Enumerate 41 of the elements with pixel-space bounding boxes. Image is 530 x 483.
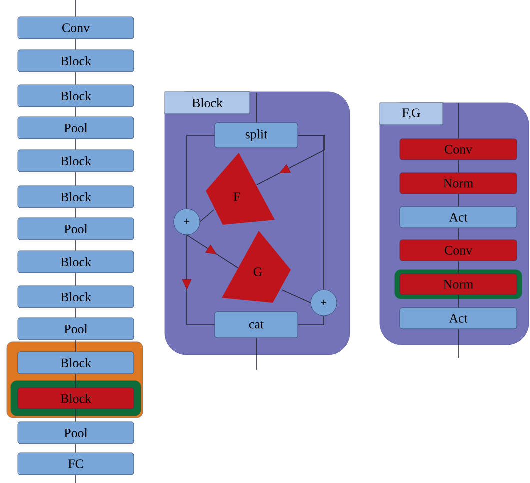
panel-tab: Block — [164, 92, 250, 114]
layer-box: Act — [400, 206, 518, 228]
layer-box: Act — [400, 308, 518, 330]
layer-box: Pool — [18, 218, 134, 240]
connector-line — [458, 328, 459, 358]
connector-line — [458, 260, 459, 274]
arrow — [182, 234, 216, 326]
connector-line — [186, 135, 216, 210]
connector-line — [256, 92, 257, 124]
layer-box: Pool — [18, 116, 134, 140]
layer-box: Block — [18, 84, 134, 108]
layer-box: Block — [18, 150, 134, 172]
connector-line — [282, 290, 312, 304]
layer-box: Block — [18, 250, 134, 274]
layer-box: Block — [18, 352, 134, 374]
layer-box: Conv — [18, 16, 134, 40]
concat-box: cat — [214, 312, 298, 338]
layer-box: Pool — [18, 318, 134, 340]
connector-line — [458, 102, 459, 140]
layer-box: Pool — [18, 422, 134, 444]
layer-box: Block — [18, 388, 134, 410]
connector-line — [458, 194, 459, 208]
connector-line — [298, 316, 324, 326]
arrow — [256, 135, 326, 186]
layer-box: Block — [18, 186, 134, 208]
arrow — [186, 234, 238, 268]
layer-box: Norm — [400, 274, 518, 296]
layer-box: Block — [18, 50, 134, 72]
split-box: split — [214, 122, 298, 148]
connector-line — [298, 135, 324, 290]
layer-box: FC — [18, 452, 134, 476]
connector-line — [458, 228, 459, 240]
layer-box: Conv — [400, 138, 518, 160]
layer-box: Conv — [400, 240, 518, 262]
layer-box: Block — [18, 286, 134, 308]
connector-line — [256, 338, 257, 370]
layer-box: Norm — [400, 172, 518, 194]
connector-line — [458, 160, 459, 174]
connector-line — [200, 210, 214, 222]
connector-line — [458, 294, 459, 308]
panel-tab: F,G — [380, 102, 444, 126]
